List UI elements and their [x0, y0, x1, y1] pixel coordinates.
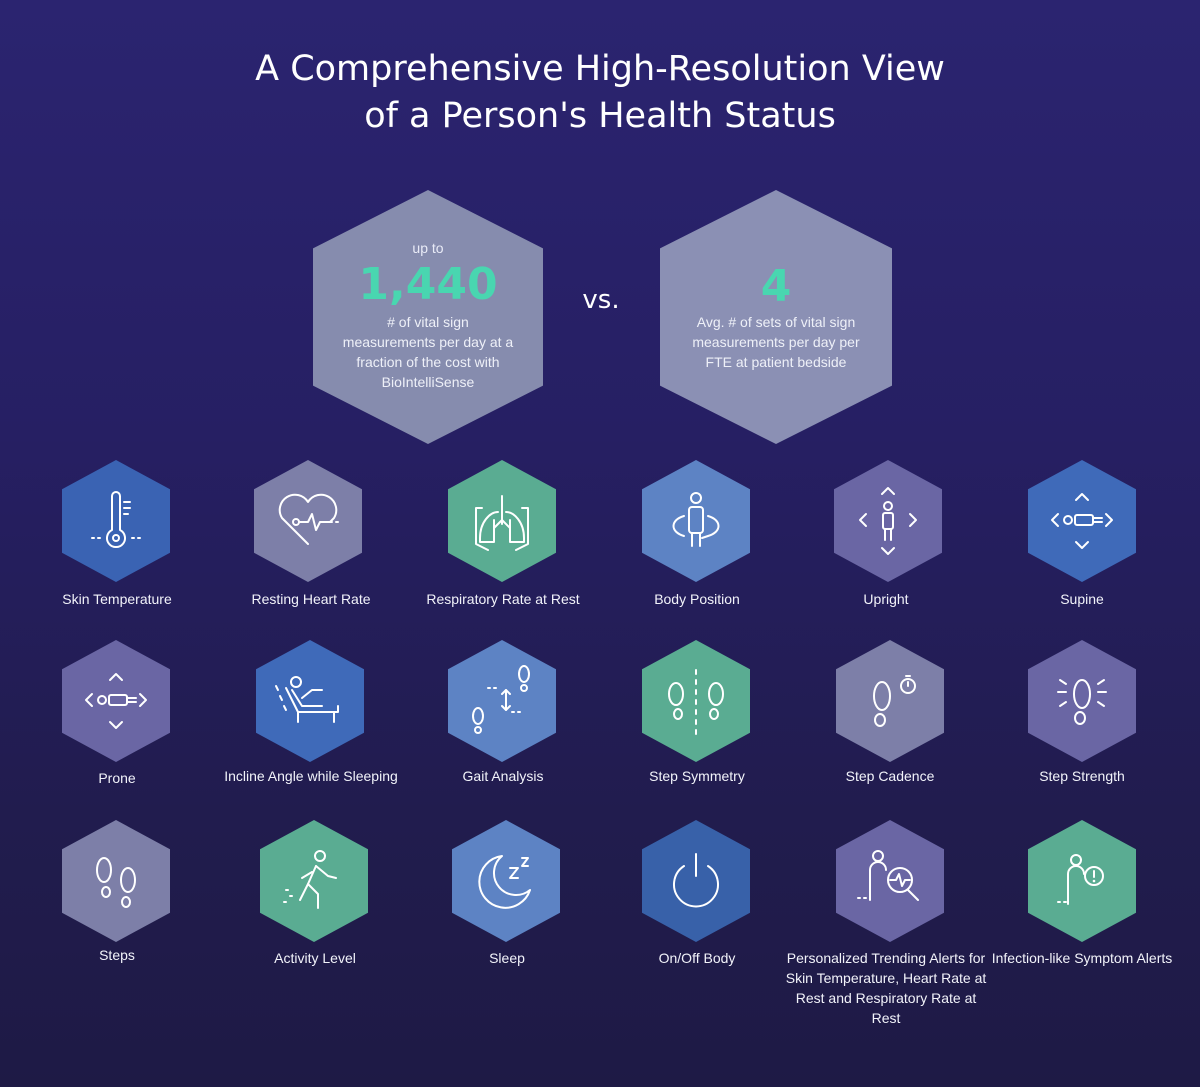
feature-hex-gait-analysis [448, 640, 556, 762]
footprint-impact-icon [1057, 679, 1107, 725]
title-line-1: A Comprehensive High-Resolution View [255, 49, 945, 89]
feature-hex-resting-heart-rate [254, 460, 362, 582]
feature-hex-incline-angle [256, 640, 364, 762]
prone-person-icon [85, 673, 147, 729]
thermometer-icon [91, 491, 141, 549]
page-title: A Comprehensive High-Resolution View of … [0, 46, 1200, 140]
walking-person-icon [283, 850, 337, 909]
title-line-2: of a Person's Health Status [364, 96, 836, 136]
feature-label-step-symmetry: Step Symmetry [649, 768, 745, 784]
feature-hex-trending-alerts [836, 820, 944, 942]
person-magnifier-icon [857, 850, 919, 901]
feature-label-upright: Upright [863, 591, 909, 607]
feature-label-supine: Supine [1060, 591, 1104, 607]
feature-label-gait-analysis: Gait Analysis [462, 768, 544, 784]
versus-label: vs. [582, 285, 620, 315]
feature-label-resting-heart-rate: Resting Heart Rate [251, 591, 371, 607]
recliner-icon [275, 676, 339, 723]
comparison-left-description: # of vital sign measurements per day at … [342, 314, 514, 390]
feature-label-body-position: Body Position [654, 591, 740, 607]
person-alert-icon [1057, 854, 1104, 905]
feature-hex-step-strength [1028, 640, 1136, 762]
feature-hex-steps [62, 820, 170, 942]
feature-hex-supine [1028, 460, 1136, 582]
feature-label-on-off-body: On/Off Body [658, 950, 736, 966]
feature-hex-step-symmetry [642, 640, 750, 762]
feature-label-skin-temperature: Skin Temperature [62, 591, 172, 607]
feature-label-respiratory-rate: Respiratory Rate at Rest [426, 591, 580, 607]
feature-label-trending-alerts: Personalized Trending Alerts for Skin Te… [785, 950, 987, 1026]
upright-person-icon [859, 487, 917, 555]
feature-label-prone: Prone [98, 770, 136, 786]
feature-hex-upright [834, 460, 942, 582]
feature-hex-prone [62, 640, 170, 762]
power-icon [673, 853, 719, 908]
feature-hex-skin-temperature [62, 460, 170, 582]
feature-label-step-cadence: Step Cadence [845, 768, 935, 784]
feature-label-step-strength: Step Strength [1039, 768, 1125, 784]
feature-hex-step-cadence [836, 640, 944, 762]
feature-hex-sleep [452, 820, 560, 942]
feature-label-activity-level: Activity Level [274, 950, 356, 966]
feature-hex-on-off-body [642, 820, 750, 942]
feature-hex-respiratory-rate [448, 460, 556, 582]
comparison-left-prefix: up to [412, 240, 444, 256]
symmetric-footprints-icon [668, 669, 724, 735]
rotating-person-icon [672, 492, 720, 547]
comparison-left-number: 1,440 [358, 259, 498, 310]
feature-hex-infection-alerts [1028, 820, 1136, 942]
feature-label-infection-alerts: Infection-like Symptom Alerts [991, 950, 1173, 966]
moon-zzz-icon [478, 855, 531, 909]
comparison-hex-biointellisense: up to 1,440 # of vital sign measurements… [313, 190, 543, 444]
feature-label-incline-angle: Incline Angle while Sleeping [224, 768, 398, 784]
lungs-icon [475, 495, 529, 551]
footprint-stopwatch-icon [873, 675, 916, 727]
comparison-right-number: 4 [760, 261, 792, 312]
supine-person-icon [1051, 493, 1113, 549]
comparison-hex-bedside: 4 Avg. # of sets of vital sign measureme… [660, 190, 892, 444]
feature-label-sleep: Sleep [489, 950, 525, 966]
comparison-right-description: Avg. # of sets of vital sign measurement… [692, 314, 860, 370]
gait-footprints-icon [472, 665, 530, 734]
footprints-icon [96, 857, 136, 908]
feature-label-steps: Steps [99, 947, 135, 963]
heart-pulse-icon [278, 493, 339, 545]
feature-hex-activity-level [260, 820, 368, 942]
feature-hex-body-position [642, 460, 750, 582]
